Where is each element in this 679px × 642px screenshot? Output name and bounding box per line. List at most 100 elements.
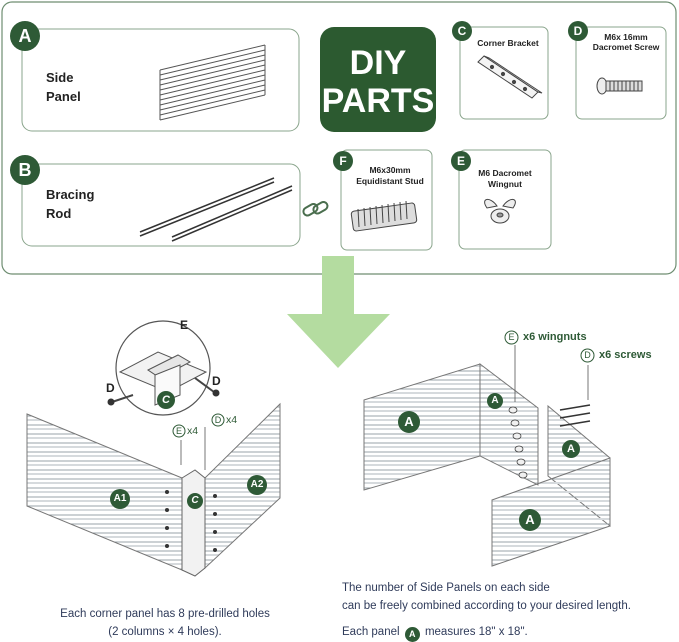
badge-circle <box>451 151 471 171</box>
badge-letter: A1 <box>113 493 127 504</box>
center-bracket-badge: C <box>186 492 204 515</box>
link-icon <box>302 201 329 217</box>
e-count-text: x4 <box>187 425 199 437</box>
part-b-label-line1: Bracing <box>46 187 95 202</box>
part-d-box <box>575 26 667 120</box>
part-f-box <box>340 149 433 251</box>
part-f-badge: F <box>332 150 354 177</box>
part-b-badge: B <box>9 154 41 191</box>
left-caption-line2: (2 columns × 4 holes). <box>108 626 222 638</box>
panel-a-right-badge: A <box>561 439 581 464</box>
detail-label-d-left: D <box>106 381 115 395</box>
bracing-rod-illustration <box>139 177 293 242</box>
badge-letter: C <box>162 394 170 406</box>
badge-letter: A <box>404 414 414 429</box>
caption3-prefix: Each panel <box>342 626 400 638</box>
panel-a-front-illustration <box>491 457 611 567</box>
badge-circle <box>247 475 267 495</box>
d-count-group: D x4 <box>211 413 237 432</box>
part-a-badge: A <box>9 20 41 57</box>
part-d-label-line1: M6x 16mm <box>604 32 648 42</box>
part-f-label-line2: Equidistant Stud <box>356 176 424 186</box>
badge-letter: E <box>175 426 182 436</box>
corner-bracket-illustration <box>477 55 543 99</box>
panel-a-left-badge: A <box>397 410 421 439</box>
part-b-box <box>21 163 301 247</box>
right-caption-line1: The number of Side Panels on each side <box>342 582 550 594</box>
badge-circle <box>187 493 203 509</box>
badge-circle <box>10 21 40 51</box>
badge-circle <box>10 155 40 185</box>
part-a-box <box>21 28 300 132</box>
detail-label-d-right: D <box>212 374 221 388</box>
badge-letter: A <box>18 26 32 46</box>
part-d-label-line2: Dacromet Screw <box>592 42 660 52</box>
caption3-suffix: measures 18" x 18". <box>424 626 528 638</box>
badge-circle <box>157 391 175 409</box>
panel-a-center-illustration <box>479 362 539 486</box>
part-c-box <box>459 26 549 120</box>
diy-title-line2: PARTS <box>321 82 435 120</box>
detail-label-e: E <box>180 318 189 332</box>
badge-outline <box>211 413 225 427</box>
badge-outline <box>172 424 186 438</box>
part-d-badge: D <box>567 20 589 47</box>
wingnut-illustration <box>484 199 516 224</box>
screw-count-text: x6 screws <box>599 349 652 361</box>
badge-letter: B <box>18 160 32 180</box>
right-caption-line3: Each panel A measures 18" x 18". <box>342 624 528 642</box>
detail-bracket-badge: C <box>156 390 176 415</box>
part-e-box <box>458 149 552 250</box>
badge-circle <box>110 489 130 509</box>
wingnut-group: E x6 wingnuts <box>504 330 587 350</box>
badge-letter: A <box>491 395 499 406</box>
badge-circle <box>487 393 503 409</box>
panel-a2-badge: A2 <box>246 474 268 501</box>
caption3-badge: A <box>404 627 420 642</box>
screw-illustration <box>596 77 643 95</box>
part-e-badge: E <box>450 150 472 177</box>
part-e-label-line2: Wingnut <box>488 179 522 189</box>
badge-outline <box>580 348 595 363</box>
panel-a1-illustration <box>26 413 183 571</box>
badge-outline <box>504 330 519 345</box>
side-panel-illustration <box>159 44 266 121</box>
diy-box <box>320 27 436 132</box>
badge-circle <box>398 411 420 433</box>
badge-letter: A <box>525 512 535 527</box>
badge-letter: C <box>191 495 199 506</box>
left-assembly <box>26 320 281 577</box>
badge-letter: E <box>456 154 465 168</box>
part-c-label: Corner Bracket <box>477 38 539 48</box>
badge-circle <box>333 151 353 171</box>
panel-a-front-badge: A <box>518 508 542 537</box>
panel-a1-badge: A1 <box>109 488 131 515</box>
assembly-arrow <box>287 256 390 368</box>
screw-group: D x6 screws <box>580 348 652 368</box>
badge-letter: D <box>584 350 591 360</box>
part-c-badge: C <box>451 20 473 47</box>
badge-letter: A <box>567 443 575 455</box>
left-caption-line1: Each corner panel has 8 pre-drilled hole… <box>60 608 270 620</box>
badge-circle <box>519 509 541 531</box>
d-count-text: x4 <box>226 414 238 426</box>
badge-letter: D <box>573 24 583 38</box>
badge-letter: A2 <box>250 479 264 490</box>
badge-letter: E <box>508 332 515 342</box>
badge-letter: D <box>214 415 222 425</box>
badge-circle <box>452 21 472 41</box>
badge-letter: F <box>339 154 347 168</box>
part-f-label-line1: M6x30mm <box>369 165 411 175</box>
badge-circle <box>562 440 580 458</box>
badge-letter: C <box>457 24 467 38</box>
part-a-label-line2: Panel <box>46 89 81 104</box>
badge-circle <box>568 21 588 41</box>
diy-title-line1: DIY <box>349 44 407 82</box>
stud-illustration <box>350 200 418 232</box>
wingnut-count-text: x6 wingnuts <box>523 331 587 343</box>
part-b-label-line2: Rod <box>46 206 72 221</box>
e-count-group: E x4 <box>172 424 198 443</box>
right-caption-line2: can be freely combined according to your… <box>342 600 631 612</box>
